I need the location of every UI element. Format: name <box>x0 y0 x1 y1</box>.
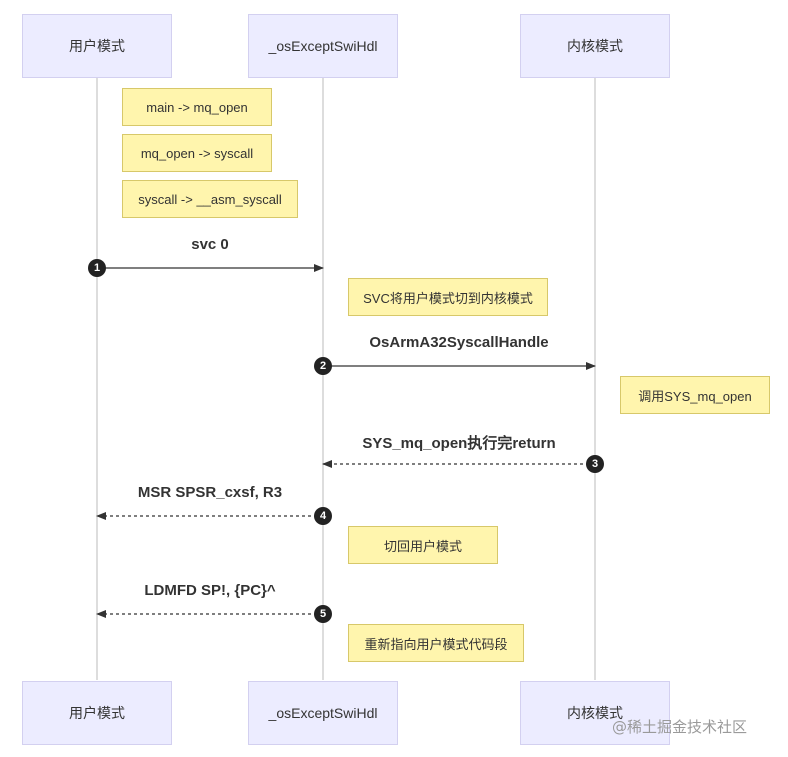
note-repoint-user-code: 重新指向用户模式代码段 <box>348 624 524 662</box>
sequence-badge-4: 4 <box>314 507 332 525</box>
message-label-5: LDMFD SP!, {PC}^ <box>144 582 276 599</box>
actor-bottom-except-handler: _osExceptSwiHdl <box>248 681 398 745</box>
sequence-badge-5: 5 <box>314 605 332 623</box>
message-label-4: MSR SPSR_cxsf, R3 <box>137 484 283 501</box>
message-label-1: svc 0 <box>191 236 229 253</box>
message-label-3: SYS_mq_open执行完return <box>362 435 556 452</box>
sequence-badge-2: 2 <box>314 357 332 375</box>
message-label-2: OsArmA32SyscallHandle <box>369 334 549 351</box>
actor-top-kernel-mode: 内核模式 <box>520 14 670 78</box>
note-call-sys-mq-open: 调用SYS_mq_open <box>620 376 770 414</box>
note-main-to-mq-open: main -> mq_open <box>122 88 272 126</box>
actor-top-user-mode: 用户模式 <box>22 14 172 78</box>
actor-top-except-handler: _osExceptSwiHdl <box>248 14 398 78</box>
actor-bottom-user-mode: 用户模式 <box>22 681 172 745</box>
note-switch-back-user: 切回用户模式 <box>348 526 498 564</box>
actor-bottom-kernel-mode: 内核模式 <box>520 681 670 745</box>
watermark: @稀土掘金技术社区 <box>612 718 748 736</box>
note-mq-open-to-syscall: mq_open -> syscall <box>122 134 272 172</box>
sequence-badge-3: 3 <box>586 455 604 473</box>
sequence-badge-1: 1 <box>88 259 106 277</box>
note-svc-switch-to-kernel: SVC将用户模式切到内核模式 <box>348 278 548 316</box>
note-syscall-to-asm-syscall: syscall -> __asm_syscall <box>122 180 298 218</box>
